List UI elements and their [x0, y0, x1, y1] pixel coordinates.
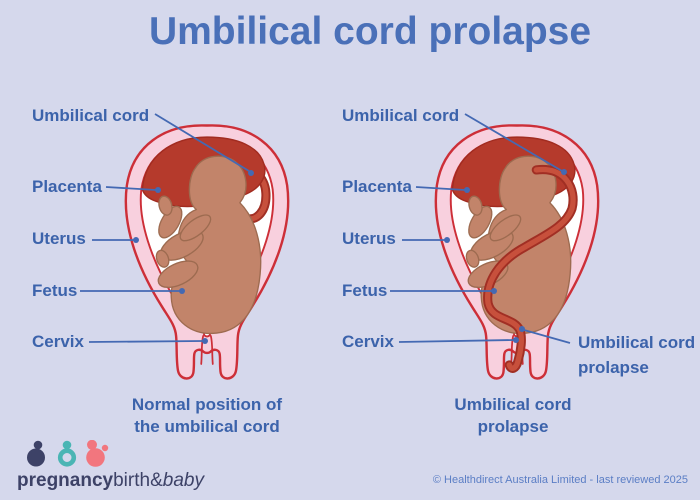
pregnancy-birth-baby-logo: pregnancybirth&baby: [17, 440, 204, 492]
label-cervix-left: Cervix: [32, 332, 84, 351]
label-umbilical-cord-right: Umbilical cord: [342, 106, 460, 125]
copyright-notice: © Healthdirect Australia Limited - last …: [432, 474, 688, 486]
label-umbilical-cord-prolapse: Umbilical cord prolapse: [578, 333, 696, 377]
label-cervix-right: Cervix: [342, 332, 394, 351]
logo-wordmark: pregnancybirth&baby: [17, 470, 204, 491]
pregnant-figure-icon: [57, 440, 77, 467]
caption-normal-position: Normal position of the umbilical cord: [131, 395, 283, 436]
normal-position-illustration: [124, 124, 290, 380]
label-placenta-left: Placenta: [32, 177, 102, 196]
caption-prolapse: Umbilical cord prolapse: [454, 395, 572, 436]
prolapse-illustration: [434, 124, 600, 380]
label-uterus-right: Uterus: [342, 229, 396, 248]
parent-figure-icon: [27, 440, 45, 467]
logo-figures-icon: [27, 440, 109, 467]
label-fetus-right: Fetus: [342, 281, 388, 300]
label-uterus-left: Uterus: [32, 229, 86, 248]
page-title: Umbilical cord prolapse: [148, 10, 592, 53]
label-fetus-left: Fetus: [32, 281, 78, 300]
label-umbilical-cord-left: Umbilical cord: [32, 106, 150, 125]
label-placenta-right: Placenta: [342, 177, 412, 196]
parent-baby-figure-icon: [86, 440, 109, 467]
